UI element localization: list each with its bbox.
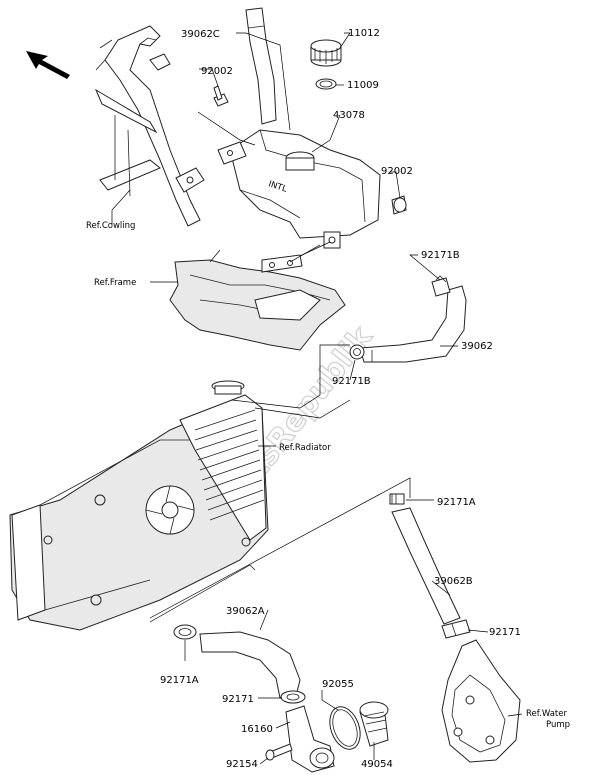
- clamp-92171b-top: [431, 275, 451, 297]
- label-11009: 11009: [347, 80, 379, 91]
- hose-39062c: [245, 7, 277, 125]
- label-39062c: 39062C: [181, 29, 220, 40]
- label-92002-right: 92002: [381, 166, 413, 177]
- label-92171-bottom: 92171: [222, 694, 254, 705]
- label-92171a-left: 92171A: [160, 675, 199, 686]
- clamp-92171a-left: [173, 624, 197, 640]
- label-92055: 92055: [322, 679, 354, 690]
- label-92154: 92154: [226, 759, 258, 770]
- radiator-core: [194, 409, 265, 521]
- cap-gasket: [315, 78, 337, 90]
- ref-water-pump-label-2: Pump: [546, 720, 570, 730]
- label-49054: 49054: [361, 759, 393, 770]
- thermostat-49054: [359, 701, 389, 747]
- label-92171a-right: 92171A: [437, 497, 476, 508]
- reservoir-tank: INTL: [217, 129, 381, 249]
- cowling-bracket: [94, 25, 205, 227]
- reservoir-cap: [310, 39, 342, 67]
- label-92171b-mid: 92171B: [332, 376, 371, 387]
- label-16160: 16160: [241, 724, 273, 735]
- label-43078: 43078: [333, 110, 365, 121]
- thermostat-housing: [285, 705, 335, 773]
- ref-radiator-label: Ref.Radiator: [279, 443, 331, 453]
- water-pump: [441, 639, 521, 763]
- bolt-92002-right: [391, 195, 407, 215]
- bolt-92154: [265, 743, 293, 761]
- label-39062: 39062: [461, 341, 493, 352]
- label-92002-left: 92002: [201, 66, 233, 77]
- clamp-92171-bottom: [280, 690, 306, 704]
- hose-39062: [359, 285, 467, 363]
- label-92171b-top: 92171B: [421, 250, 460, 261]
- ref-frame-label: Ref.Frame: [94, 278, 136, 288]
- leader-lines: [111, 32, 523, 765]
- bolt-92002-left: [213, 85, 229, 107]
- hose-39062a: [199, 631, 301, 699]
- clamp-92171-right: [441, 619, 471, 639]
- label-39062a: 39062A: [226, 606, 265, 617]
- fitting-92171a-right: [389, 493, 405, 505]
- label-11012: 11012: [348, 28, 380, 39]
- hose-39062b: [391, 507, 461, 625]
- frame: [169, 244, 346, 351]
- ref-water-pump-label-1: Ref.Water: [526, 709, 567, 719]
- cap-gasket-inner: [319, 80, 333, 88]
- label-39062b: 39062B: [434, 576, 473, 587]
- o-ring-92055: [329, 706, 361, 750]
- direction-arrow-icon: [26, 51, 70, 79]
- label-92171-right: 92171: [489, 627, 521, 638]
- ref-cowling-label: Ref.Cowling: [86, 221, 135, 231]
- radiator: [9, 380, 269, 631]
- clamp-92171b-mid: [349, 344, 365, 360]
